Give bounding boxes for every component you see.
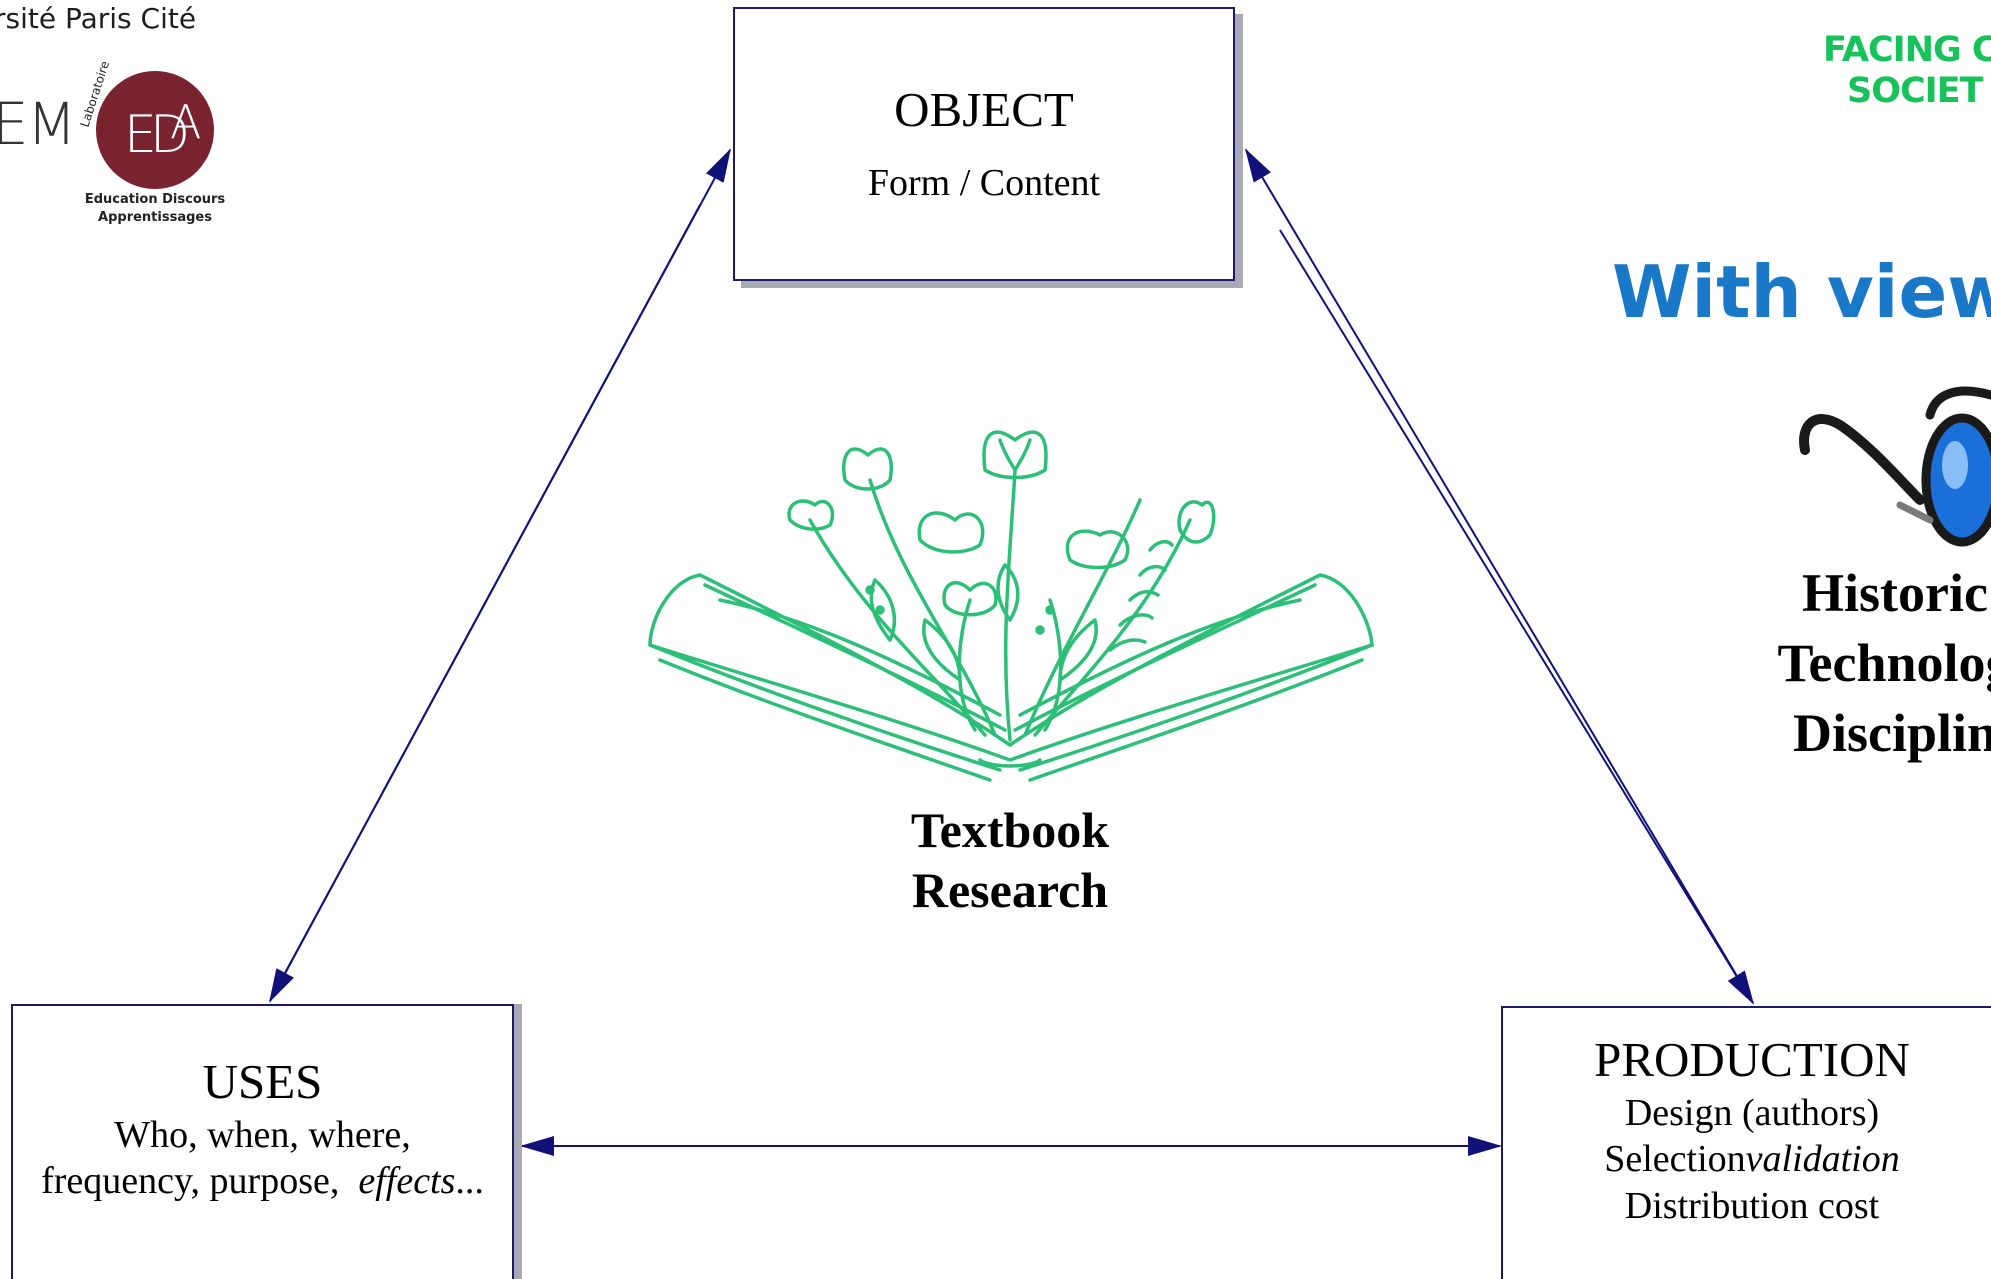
production-title: PRODUCTION (1594, 1032, 1910, 1087)
open-book-flowers-icon (648, 430, 1374, 782)
center-title: Textbook Research (760, 800, 1260, 920)
production-line1: Design (authors) (1624, 1091, 1880, 1134)
object-box: OBJECT Form / Content (733, 7, 1235, 281)
facing-society-logo: FACING C SOCIET (1823, 30, 1991, 112)
uses-line2: frequency, purpose, effects... (13, 1158, 512, 1204)
eda-caption-line2: Apprentissages (98, 210, 212, 225)
eda-caption: Education Discours Apprentissages (80, 191, 230, 227)
uses-line2-plain: frequency, purpose, (41, 1160, 340, 1203)
eda-logo: E D A Laboratoire (78, 59, 214, 189)
lab-logo-fragment: EM (0, 90, 77, 158)
diagram-arrows (269, 148, 1755, 1156)
svg-text:D: D (150, 105, 190, 165)
viewpoint-item-technology: Technolog (1777, 633, 1991, 693)
facing-line1: FACING C (1823, 30, 1991, 70)
university-name: rsité Paris Cité (0, 2, 197, 35)
arrow-uses-to-object (269, 148, 731, 1002)
eyeglasses-icon (1799, 386, 1991, 547)
arrow-object-to-production (1279, 229, 1755, 1005)
facing-line2: SOCIET (1847, 71, 1983, 111)
production-line2: Selectionvalidation (1503, 1136, 1991, 1182)
production-line3: Distribution cost (1624, 1184, 1880, 1227)
uses-line2-tail: ... (455, 1160, 484, 1203)
center-title-line2: Research (911, 862, 1109, 918)
viewpoint-item-historic: Historic (1802, 563, 1988, 623)
eda-caption-line1: Education Discours (84, 192, 226, 207)
uses-title: USES (202, 1054, 323, 1109)
center-title-line1: Textbook (910, 802, 1110, 858)
object-title: OBJECT (894, 82, 1074, 137)
viewpoint-item-discipline: Disciplin (1792, 703, 1991, 763)
uses-line1: Who, when, where, (114, 1113, 411, 1156)
uses-line2-italic: effects (358, 1160, 456, 1203)
production-box: PRODUCTION Design (authors) Selectionval… (1501, 1006, 1991, 1279)
arrow-production-to-object (1244, 148, 1754, 1004)
object-line1: Form / Content (867, 161, 1101, 204)
svg-text:A: A (170, 95, 201, 149)
uses-box: USES Who, when, where, frequency, purpos… (11, 1004, 514, 1279)
production-line2-italic: validation (1745, 1138, 1900, 1181)
svg-text:E: E (124, 105, 157, 165)
viewpoints-list: Historic Technolog Disciplin (1700, 558, 1991, 768)
production-line2-plain: Selection (1604, 1138, 1746, 1181)
viewpoints-heading: With viewp (1612, 250, 1991, 334)
